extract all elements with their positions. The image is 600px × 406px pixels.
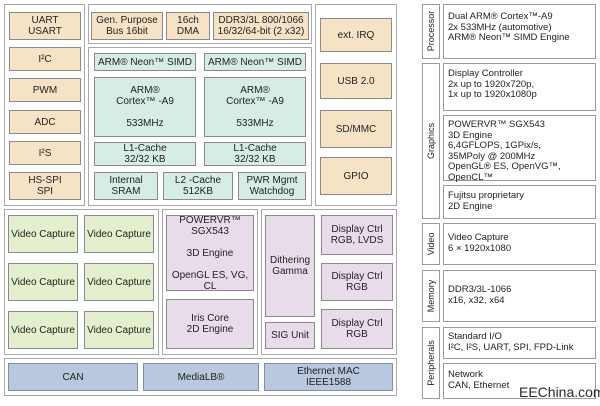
legend-stdio-text: Standard I/O I²C, I²S, UART, SPI, FPD-Li…: [448, 331, 574, 353]
medialb-block: MediaLB®: [143, 363, 259, 391]
graphics-panel: [162, 209, 258, 355]
video-capture-3: Video Capture: [8, 263, 78, 301]
peripheral-column-panel: [315, 4, 397, 206]
can-block: CAN: [8, 363, 138, 391]
legend-processor-label: Processor: [426, 10, 436, 52]
legend-peripherals-label-box: [422, 327, 440, 399]
adc-block: ADC: [9, 110, 81, 134]
legend-video-box: [443, 223, 596, 265]
cpu-panel: [88, 47, 312, 206]
legend-display-text: Display Controller 2x up to 1920x720p, 1…: [448, 68, 537, 100]
legend-fujitsu-box: [443, 185, 596, 219]
legend-video-label-box: [422, 223, 440, 265]
video-capture-2: Video Capture: [84, 215, 154, 253]
legend-processor-box: [443, 4, 596, 59]
top-bus-panel: [88, 4, 312, 44]
video-capture-4: Video Capture: [84, 263, 154, 301]
dma-block: 16ch DMA: [166, 12, 210, 40]
pwr-mgmt-watchdog: PWR Mgmt Watchdog: [238, 172, 306, 200]
bottom-bus-panel: [4, 358, 397, 396]
l2-cache: L2 -Cache 512KB: [163, 172, 233, 200]
usb-block: USB 2.0: [320, 63, 392, 99]
general-purpose-bus-block: Gen. Purpose Bus 16bit: [91, 12, 163, 40]
display-ctrl-1: Display Ctrl RGB, LVDS: [321, 215, 393, 255]
dithering-gamma-block: Dithering Gamma: [265, 215, 315, 317]
i2c-block: I²C: [9, 47, 81, 71]
ext-irq-block: ext. IRQ: [320, 18, 392, 52]
cortex-a9-core-1: ARM® Cortex™ -A9 533MHz: [94, 77, 196, 137]
io-column-panel: [4, 4, 85, 206]
l1-cache-2: L1-Cache 32/32 KB: [204, 142, 306, 166]
legend-memory-text: DDR3/3L-1066 x16, x32, x64: [448, 284, 512, 306]
legend-peripherals-label: Peripherals: [426, 340, 436, 386]
legend-processor-label-box: [422, 4, 440, 59]
l1-cache-1: L1-Cache 32/32 KB: [94, 142, 196, 166]
legend-powervr-text: POWERVR™ SGX543 3D Engine 6,4GFLOPS, 1GP…: [448, 119, 561, 183]
video-capture-1: Video Capture: [8, 215, 78, 253]
watermark: EEChina.com: [519, 384, 600, 400]
legend-graphics-label: Graphics: [426, 122, 436, 160]
ddr-block: DDR3/3L 800/1066 16/32/64-bit (2 x32): [213, 12, 309, 40]
legend-powervr-box: [443, 115, 596, 181]
video-capture-5: Video Capture: [8, 311, 78, 349]
video-capture-6: Video Capture: [84, 311, 154, 349]
legend-processor-text: Dual ARM® Cortex™-A9 2x 533MHz (automoti…: [448, 11, 570, 43]
display-ctrl-2: Display Ctrl RGB: [321, 263, 393, 301]
display-panel: [261, 209, 397, 355]
display-ctrl-3: Display Ctrl RGB: [321, 309, 393, 349]
legend-graphics-label-box: [422, 63, 440, 219]
legend-video-label: Video: [426, 232, 436, 256]
iris-core-2d-block: Iris Core 2D Engine: [166, 299, 254, 349]
legend-memory-label: Memory: [426, 279, 436, 313]
sd-mmc-block: SD/MMC: [320, 110, 392, 148]
uart-block: UART USART: [9, 12, 81, 40]
legend-display-box: [443, 63, 596, 111]
legend-memory-label-box: [422, 270, 440, 322]
cortex-a9-core-2: ARM® Cortex™ -A9 533MHz: [204, 77, 306, 137]
sig-unit-block: SIG Unit: [265, 322, 315, 349]
internal-sram: Internal SRAM: [94, 172, 158, 200]
neon-simd-2: ARM® Neon™ SIMD: [204, 53, 306, 71]
hs-spi-block: HS-SPI SPI: [9, 172, 81, 200]
soc-block-diagram: UART USART I²C PWM ADC I²S HS-SPI SPI Ge…: [4, 4, 397, 396]
legend-network-box: [443, 363, 596, 399]
legend-video-text: Video Capture 6 × 1920x1080: [448, 232, 512, 254]
gpio-block: GPIO: [320, 157, 392, 195]
video-panel: [4, 209, 159, 355]
i2s-block: I²S: [9, 141, 81, 165]
feature-legend: Processor Dual ARM® Cortex™-A9 2x 533MHz…: [418, 0, 600, 406]
legend-fujitsu-text: Fujitsu proprietary 2D Engine: [448, 190, 525, 212]
legend-network-text: Network CAN, Ethernet: [448, 369, 510, 391]
legend-memory-box: [443, 270, 596, 322]
neon-simd-1: ARM® Neon™ SIMD: [94, 53, 196, 71]
legend-stdio-box: [443, 327, 596, 359]
powervr-sgx543-block: POWERVR™ SGX543 3D Engine OpenGL ES, VG,…: [166, 215, 254, 292]
ethernet-mac-block: Ethernet MAC IEEE1588: [264, 363, 393, 391]
pwm-block: PWM: [9, 78, 81, 102]
